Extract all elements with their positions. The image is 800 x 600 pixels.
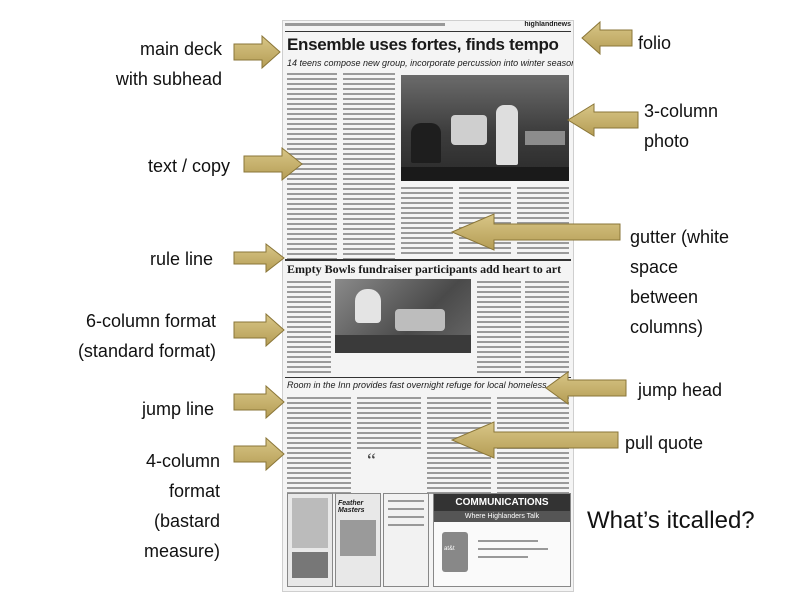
text-column-6: [287, 281, 331, 376]
label-rule-line: rule line: [150, 249, 214, 269]
ad-3: [383, 493, 429, 587]
label-6-column-format: 6-column format (standard format): [77, 311, 216, 361]
text-column-11: [427, 397, 491, 497]
empty-bowls-photo: [335, 279, 471, 353]
arrow-main-deck-icon: [233, 34, 281, 70]
text-column-3: [401, 187, 453, 257]
arrow-rule-line-icon: [233, 242, 285, 274]
arrow-jump-head-icon: [545, 371, 627, 405]
arrow-folio-icon: [581, 20, 633, 56]
ad-feather-masters: Feather Masters: [335, 493, 381, 587]
text-column-8: [525, 281, 569, 376]
ad-communications: COMMUNICATIONS Where Highlanders Talk at…: [433, 493, 571, 587]
ad-att-text: at&t: [444, 546, 455, 552]
label-question: What’s itcalled?: [587, 507, 755, 534]
label-jump-head: jump head: [638, 380, 723, 400]
arrow-pull-quote-icon: [450, 421, 619, 459]
label-jump-line: jump line: [142, 399, 215, 419]
arrow-jump-line-icon: [233, 384, 285, 420]
label-4-column-format: 4-column format (bastard measure): [143, 451, 220, 561]
folio-text: highlandnews: [524, 21, 571, 28]
text-column-1: [287, 73, 337, 263]
three-column-photo: [401, 75, 569, 181]
folio-line: [285, 23, 445, 26]
arrow-gutter-icon: [450, 213, 621, 251]
arrow-3-column-photo-icon: [567, 103, 639, 137]
jump-head: Room in the Inn provides fast overnight …: [287, 380, 547, 390]
subhead: 14 teens compose new group, incorporate …: [287, 58, 574, 68]
phone-icon: [442, 532, 468, 572]
label-main-deck: main deck with subhead: [115, 39, 222, 89]
label-gutter: gutter (white space between columns): [630, 227, 730, 337]
label-3-column-photo: 3-column photo: [644, 101, 719, 151]
rule-line: [285, 259, 571, 261]
ad-communications-title: COMMUNICATIONS: [434, 494, 570, 511]
ad-feather-text: Feather Masters: [338, 500, 365, 514]
arrow-text-copy-icon: [243, 146, 303, 182]
label-folio: folio: [638, 33, 672, 53]
folio-rule: [285, 31, 571, 32]
ad-1: [287, 493, 333, 587]
label-pull-quote: pull quote: [625, 433, 704, 453]
label-text-copy: text / copy: [148, 156, 231, 176]
ad-communications-sub: Where Highlanders Talk: [434, 511, 570, 522]
arrow-4-column-icon: [233, 436, 285, 472]
text-column-10: [357, 397, 421, 452]
newspaper-page: highlandnews Ensemble uses fortes, finds…: [282, 20, 574, 592]
headline: Ensemble uses fortes, finds tempo: [287, 35, 559, 54]
rule-line-2: [285, 377, 571, 378]
arrow-6-column-icon: [233, 312, 285, 348]
text-column-9: [287, 397, 351, 497]
text-column-7: [477, 281, 521, 376]
headline-2: Empty Bowls fundraiser participants add …: [287, 262, 562, 276]
pull-quote-block: “: [367, 450, 376, 472]
